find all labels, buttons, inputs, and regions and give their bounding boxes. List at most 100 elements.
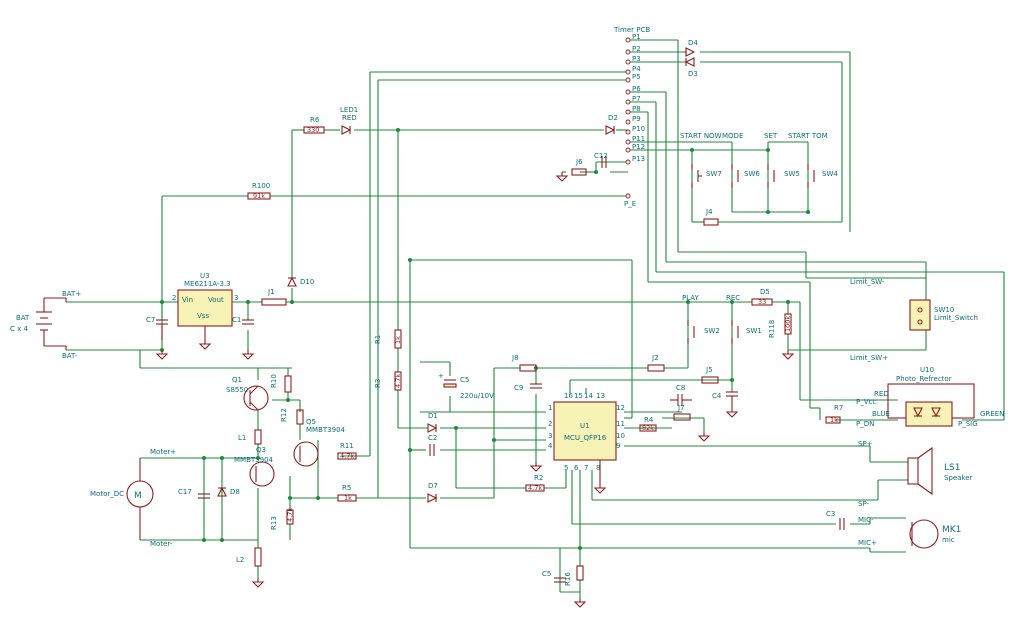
svg-text:Limit_Switch: Limit_Switch <box>934 314 978 322</box>
switch-sw5: SW5 <box>767 164 800 188</box>
pcb-pin-p10 <box>625 129 631 135</box>
svg-text:C1: C1 <box>232 316 241 324</box>
svg-text:M: M <box>134 491 142 501</box>
svg-text:Motor_DC: Motor_DC <box>90 490 124 498</box>
inductor-l2: L2 <box>236 547 264 588</box>
svg-text:BLUE: BLUE <box>872 410 890 418</box>
pcb-pin-label: P7 <box>632 95 641 103</box>
svg-text:C x 4: C x 4 <box>10 325 28 333</box>
pcb-pin-p6 <box>625 89 631 95</box>
svg-text:MCU_QFP16: MCU_QFP16 <box>564 434 607 442</box>
svg-text:mic: mic <box>942 536 955 544</box>
svg-text:R16: R16 <box>564 572 572 586</box>
diode-d2: D2 <box>605 114 618 135</box>
svg-text:SW4: SW4 <box>822 170 838 178</box>
svg-text:BAT: BAT <box>16 314 30 322</box>
svg-text:LS1: LS1 <box>944 463 960 473</box>
svg-text:SW5: SW5 <box>784 170 800 178</box>
pcb-pin-label: P1 <box>632 33 641 41</box>
svg-text:D8: D8 <box>230 488 240 496</box>
pcb-pin-label: P11 <box>632 135 645 143</box>
svg-text:RED: RED <box>874 390 889 398</box>
jumper-j6: J6 <box>556 158 587 182</box>
motor-dc: M Motor_DC Moter+ Moter- <box>90 448 176 548</box>
timer-pcb-connector: Timer PCB P1P2P3P4P5P6P7P8P9P10P11P12P13… <box>613 26 650 208</box>
svg-text:R4: R4 <box>644 416 654 424</box>
svg-text:10: 10 <box>616 432 625 440</box>
junctions <box>160 128 810 550</box>
svg-text:RED: RED <box>342 114 357 122</box>
svg-text:SW2: SW2 <box>704 327 720 335</box>
resistor-r16: R16 <box>564 565 586 608</box>
svg-text:13: 13 <box>596 392 605 400</box>
svg-text:MMBT3904: MMBT3904 <box>306 426 346 434</box>
svg-text:R2: R2 <box>534 474 543 482</box>
resistor-r4: 82k R4 <box>639 416 657 432</box>
svg-text:J1: J1 <box>267 288 275 296</box>
pcb-pin-label: P13 <box>632 155 645 163</box>
capacitor-c9: C9 <box>514 383 542 472</box>
svg-text:9: 9 <box>616 442 620 450</box>
svg-text:4.7k: 4.7k <box>528 484 542 492</box>
pcb-pin-p8 <box>625 109 631 115</box>
switch-play: PLAY SW2 <box>682 294 720 344</box>
svg-text:R100: R100 <box>252 182 270 190</box>
resistor-r1: R1 1k <box>374 329 402 349</box>
pcb-pin-p9 <box>625 119 631 125</box>
pcb-pin-label: P2 <box>632 45 641 53</box>
svg-text:D3: D3 <box>688 70 698 78</box>
header-mode: MODE <box>722 132 743 140</box>
switch-rec: REC SW1 <box>726 294 762 344</box>
led-led1: LED1 RED <box>340 106 358 135</box>
svg-text:D2: D2 <box>608 114 618 122</box>
svg-text:BAT-: BAT- <box>62 352 78 360</box>
pcb-pin-p11 <box>625 139 631 145</box>
pe-label: P_E <box>624 200 636 208</box>
pcb-pin-label: P9 <box>632 115 641 123</box>
svg-text:33: 33 <box>758 298 766 306</box>
svg-text:7: 7 <box>584 464 588 472</box>
resistor-r10: R10 <box>270 374 292 393</box>
pcb-pin-p4 <box>625 69 631 75</box>
header-start-now: START NOW <box>680 132 722 140</box>
resistor-r7: 1k R7 <box>825 404 843 424</box>
pcb-pin-label: P5 <box>632 73 641 81</box>
svg-text:SW7: SW7 <box>706 170 722 178</box>
svg-text:1k: 1k <box>344 494 352 502</box>
svg-text:R1: R1 <box>374 335 382 344</box>
limit-switch-sw10: SW10 Limit_Switch Limit_SW- Limit_SW+ <box>850 278 978 362</box>
resistor-r12: R12 <box>280 408 304 425</box>
diode-d3: D3 <box>684 57 698 78</box>
jumper-j5: J5 <box>701 366 719 384</box>
transistor-q3: Q3 MMBT3904 <box>234 446 275 487</box>
battery-bat: BAT C x 4 BAT+ BAT- <box>10 290 81 360</box>
svg-text:C9: C9 <box>514 384 523 392</box>
capacitor-c5: + C5 220u/10V <box>438 372 494 400</box>
svg-text:C2: C2 <box>428 434 437 442</box>
capacitor-c2: C2 <box>428 434 437 456</box>
svg-text:Limit_SW-: Limit_SW- <box>850 278 885 286</box>
svg-text:4.7k: 4.7k <box>340 452 354 460</box>
svg-text:D1: D1 <box>428 412 438 420</box>
svg-text:L2: L2 <box>236 556 244 564</box>
pcb-pin-label: P6 <box>632 85 641 93</box>
svg-text:R10: R10 <box>270 374 278 388</box>
svg-text:SW1: SW1 <box>746 327 762 335</box>
resistor-r13: R13 4.7k <box>270 508 294 530</box>
pcb-pin-label: P3 <box>632 55 641 63</box>
svg-text:J6: J6 <box>575 158 583 166</box>
svg-text:2: 2 <box>548 420 552 428</box>
svg-text:R13: R13 <box>270 516 278 530</box>
svg-text:15: 15 <box>574 392 583 400</box>
resistor-r3: R3 4.7k <box>374 371 402 391</box>
svg-text:PLAY: PLAY <box>682 294 700 302</box>
svg-text:U1: U1 <box>580 422 590 430</box>
svg-text:P_SIG: P_SIG <box>958 420 978 428</box>
svg-text:SP-: SP- <box>858 500 870 508</box>
svg-text:R6: R6 <box>310 116 320 124</box>
svg-text:Speaker: Speaker <box>944 474 973 482</box>
capacitor-c5-bottom: C5 <box>542 570 566 583</box>
speaker-ls1: LS1 Speaker SP+ SP- <box>858 440 973 508</box>
